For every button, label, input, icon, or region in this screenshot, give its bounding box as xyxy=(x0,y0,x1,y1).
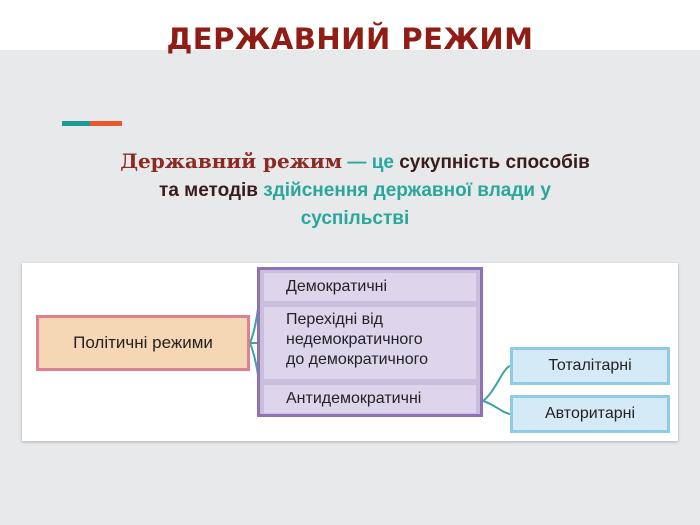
regime-transitional: Перехідні від недемократичного до демокр… xyxy=(264,307,476,379)
definition-part-3: здійснення державної влади у xyxy=(257,180,551,201)
root-label: Політичні режими xyxy=(73,333,213,352)
leaf-authoritarian: Авторитарні xyxy=(510,395,670,433)
definition-part-2: та методів xyxy=(159,180,258,201)
regime-antidemocratic-label: Антидемократичні xyxy=(286,390,422,407)
regime-antidemocratic: Антидемократичні xyxy=(264,385,476,413)
regime-transitional-line-1: Перехідні від xyxy=(286,311,383,328)
regime-transitional-line-2: недемократичного xyxy=(286,331,423,348)
definition-dash: — це xyxy=(342,152,400,173)
definition-part-1: сукупність способів xyxy=(399,152,590,173)
regime-transitional-line-3: до демократичного xyxy=(286,351,428,368)
definition-term: Державний режим xyxy=(120,149,343,173)
regimes-diagram: Політичні режими Демократичні Перехідні … xyxy=(22,263,678,441)
slide-title: ДЕРЖАВНИЙ РЕЖИМ xyxy=(166,22,534,56)
connector-anti-totalitarian xyxy=(482,365,511,402)
accent-bar-orange xyxy=(90,121,122,126)
accent-bar-teal xyxy=(62,121,90,126)
definition-part-4: суспільстві xyxy=(300,208,410,229)
regime-democratic-label: Демократичні xyxy=(286,278,388,295)
connector-anti-authoritarian xyxy=(482,400,511,415)
regime-types-group: Демократичні Перехідні від недемократичн… xyxy=(257,267,483,417)
leaf-totalitarian-label: Тоталітарні xyxy=(548,357,632,374)
root-box: Політичні режими xyxy=(36,315,250,371)
leaf-totalitarian: Тоталітарні xyxy=(510,347,670,385)
leaf-authoritarian-label: Авторитарні xyxy=(544,405,636,422)
definition-text: Державний режим — це сукупність способів… xyxy=(60,147,650,233)
regime-democratic: Демократичні xyxy=(264,273,476,301)
